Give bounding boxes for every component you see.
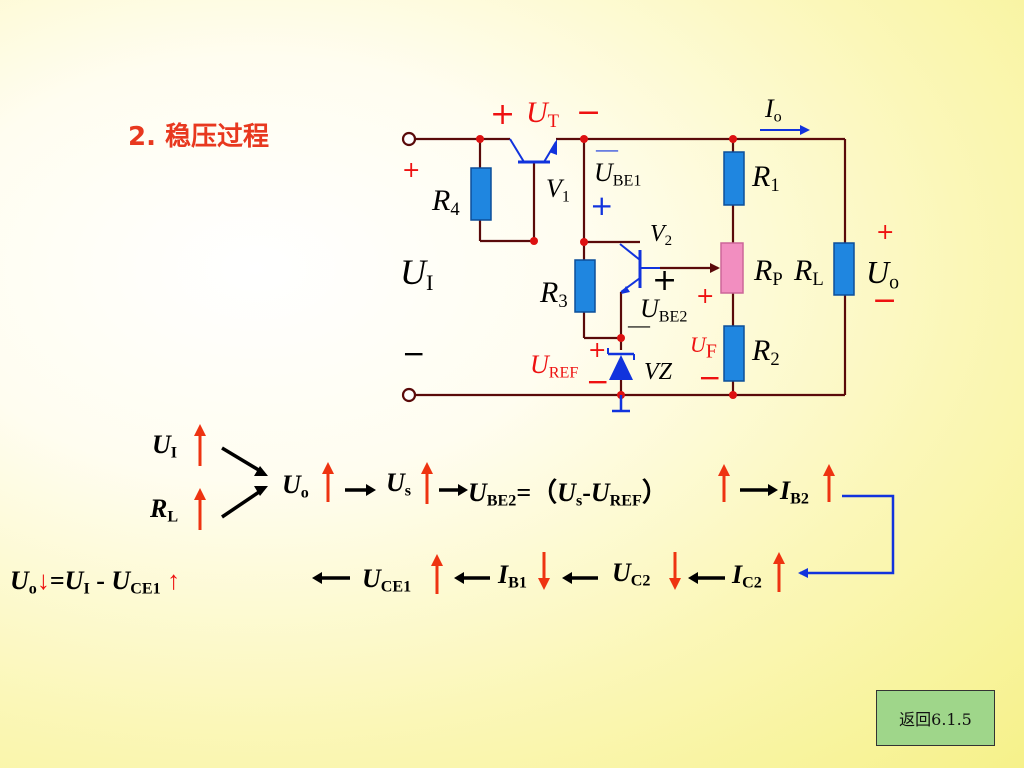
input-minus-sign: − bbox=[402, 337, 426, 370]
trend-arrows bbox=[194, 424, 835, 594]
label-r3: R3 bbox=[540, 276, 568, 313]
input-terminal-bottom bbox=[401, 387, 417, 403]
label-ui: UI bbox=[400, 252, 434, 296]
process-ib2: IB2 bbox=[780, 476, 809, 508]
label-uf: UF bbox=[690, 332, 717, 363]
process-uc2: UC2 bbox=[612, 558, 651, 590]
process-uo: Uo bbox=[282, 470, 309, 502]
input-terminal-top bbox=[401, 131, 417, 147]
zener-diode-vz bbox=[607, 348, 635, 413]
process-uce1: UCE1 bbox=[362, 564, 412, 596]
label-ube1: UBE1 bbox=[594, 158, 642, 190]
resistor-r4 bbox=[470, 167, 492, 221]
uref-minus-sign: − bbox=[586, 365, 610, 398]
process-arrows bbox=[221, 446, 772, 580]
ut-plus-sign: + bbox=[490, 97, 516, 132]
ube2-plus-sign: + bbox=[652, 263, 678, 298]
v1-emitter-arrow bbox=[549, 139, 557, 155]
output-plus-sign: + bbox=[876, 220, 895, 245]
ube1-plus-sign: + bbox=[590, 189, 614, 222]
resistor-r3 bbox=[574, 259, 596, 313]
process-ic2: IC2 bbox=[732, 560, 762, 592]
process-us: Us bbox=[386, 468, 412, 500]
uf-minus-sign: − bbox=[698, 361, 722, 394]
label-r4: R4 bbox=[432, 184, 460, 221]
label-io: Io bbox=[765, 94, 782, 126]
label-r1: R1 bbox=[752, 160, 780, 197]
ube1-minus-sign: — bbox=[596, 136, 618, 161]
v2-emitter-arrow bbox=[621, 286, 630, 294]
label-r2: R2 bbox=[752, 334, 780, 371]
label-v1: V1 bbox=[546, 174, 570, 206]
process-ui: UI bbox=[152, 430, 178, 462]
output-minus-sign: − bbox=[872, 283, 898, 318]
junction-dots bbox=[476, 135, 737, 399]
label-rp: RP bbox=[754, 254, 783, 291]
label-ut: UT bbox=[526, 96, 560, 133]
label-vz: VZ bbox=[644, 359, 673, 385]
label-uo: Uo bbox=[866, 254, 900, 294]
process-ib1: IB1 bbox=[498, 560, 527, 592]
process-rl: RL bbox=[150, 494, 179, 526]
label-v2: V2 bbox=[650, 221, 673, 250]
input-plus-sign: + bbox=[402, 158, 421, 183]
page-title: 2. 稳压过程 bbox=[128, 122, 270, 152]
return-6-1-5-button[interactable]: 返回6.1.5 bbox=[876, 690, 995, 746]
rp-plus-sign: + bbox=[696, 284, 715, 309]
process-ube2-expression: UBE2=（Us-UREF） bbox=[468, 478, 668, 510]
uref-plus-sign: + bbox=[588, 338, 607, 363]
process-arrowheads bbox=[254, 466, 778, 584]
label-ube2: UBE2 bbox=[640, 294, 688, 326]
potentiometer-rp bbox=[720, 242, 744, 294]
feedback-connector bbox=[798, 494, 895, 578]
transistor-v1 bbox=[509, 138, 557, 164]
label-uref: UREF bbox=[530, 350, 579, 382]
resistor-rl bbox=[833, 242, 855, 296]
process-result-equation: Uo↓=UI - UCE1 ↑ bbox=[10, 566, 181, 598]
resistor-r1 bbox=[723, 151, 745, 206]
resistor-r2 bbox=[723, 325, 745, 382]
ut-minus-sign: − bbox=[576, 95, 602, 130]
ube2-minus-sign: — bbox=[628, 312, 650, 337]
label-rl: RL bbox=[794, 254, 824, 291]
